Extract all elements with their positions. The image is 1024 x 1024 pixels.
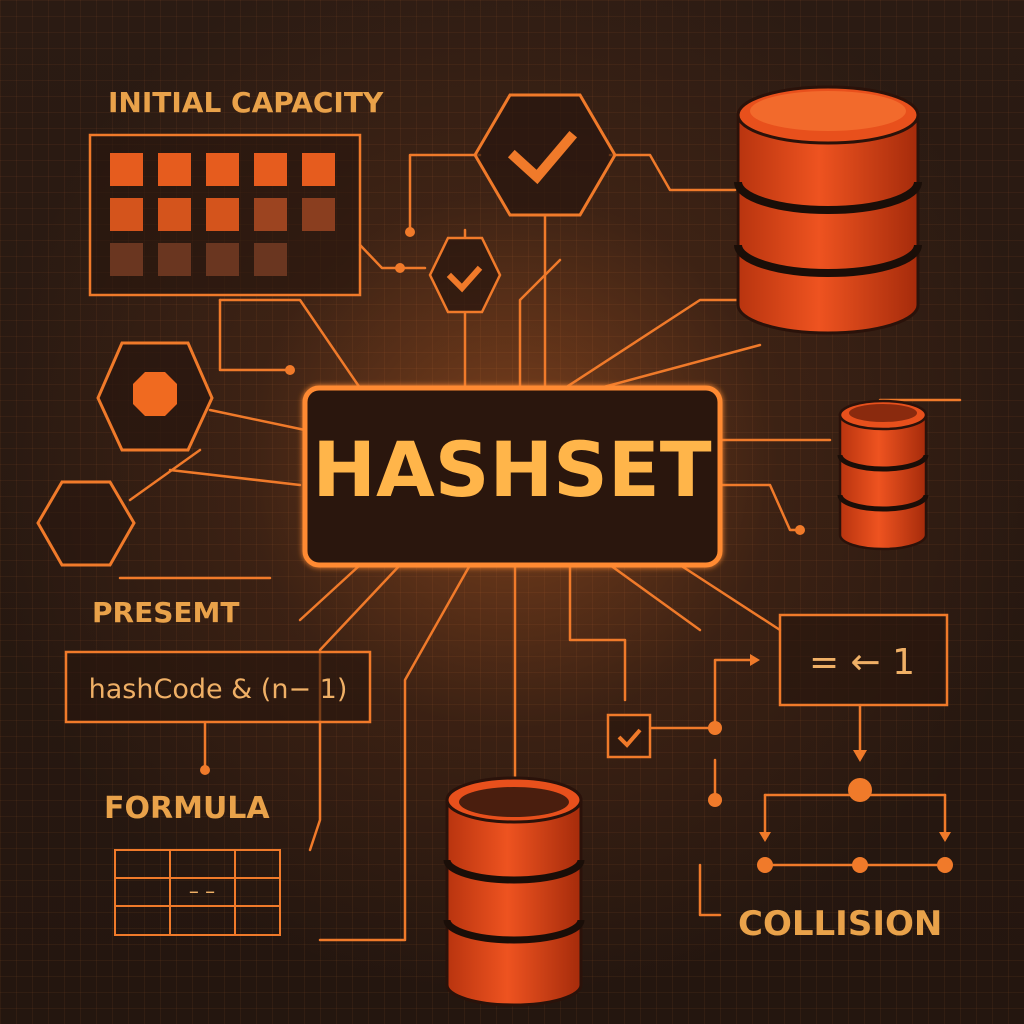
capacity-cells bbox=[110, 153, 335, 276]
dot bbox=[757, 857, 773, 873]
checkmark-icon bbox=[507, 130, 578, 185]
checkmark-icon bbox=[446, 265, 483, 293]
dot bbox=[937, 857, 953, 873]
hashset-node bbox=[302, 385, 723, 568]
arrowheads bbox=[750, 654, 951, 842]
dot bbox=[405, 227, 415, 237]
connector-center-upper-left bbox=[218, 298, 362, 390]
checkmark-hexagon-small bbox=[428, 236, 502, 314]
connector-grid-small-hex bbox=[358, 243, 427, 270]
octagon-hexagon bbox=[96, 341, 214, 452]
label-formula: FORMULA bbox=[104, 791, 270, 826]
connector-center-lower-right bbox=[608, 563, 702, 632]
connector-center-right-db-b bbox=[718, 483, 802, 532]
checkmark-icon bbox=[617, 728, 642, 748]
octagon-icon bbox=[133, 372, 177, 416]
formula-table-dash: – – bbox=[189, 879, 215, 903]
dot bbox=[200, 765, 210, 775]
connector-capacity-down bbox=[218, 298, 292, 372]
connector-hex-db-top bbox=[608, 153, 737, 192]
connector-center-db-top-c bbox=[598, 343, 762, 390]
connector-hex-left-center bbox=[208, 408, 307, 432]
connector-collision-left-tail bbox=[698, 863, 722, 917]
database-icon bbox=[837, 399, 929, 551]
connector-hex-lower-center bbox=[128, 448, 202, 502]
connector-center-bottom-left bbox=[318, 563, 472, 942]
dot bbox=[285, 365, 295, 375]
hexagon-icon bbox=[36, 480, 136, 567]
arrowhead-down-right bbox=[939, 832, 951, 842]
checkmark-hexagon-large bbox=[473, 93, 617, 217]
dot bbox=[708, 793, 722, 807]
formula-table bbox=[114, 849, 281, 936]
connector-center-db-top-a bbox=[518, 258, 562, 390]
connector-center-small-check bbox=[568, 563, 627, 702]
label-collision: COLLISION bbox=[738, 904, 942, 944]
connector-center-right-box bbox=[678, 563, 782, 632]
dot bbox=[708, 721, 722, 735]
dot bbox=[852, 857, 868, 873]
checkbox-node bbox=[606, 713, 652, 759]
connector-center-db-top-b bbox=[563, 298, 762, 390]
connector-dots bbox=[200, 227, 953, 873]
formula-box bbox=[64, 650, 372, 724]
dot bbox=[795, 525, 805, 535]
assign-box bbox=[778, 613, 949, 707]
connector-lines bbox=[118, 153, 962, 942]
connector-center-bottom-left-b bbox=[308, 563, 402, 852]
arrowhead-right bbox=[750, 654, 760, 666]
connector-center-bottom-left-c bbox=[298, 563, 362, 622]
label-initial-capacity: INITIAL CAPACITY bbox=[108, 86, 384, 119]
dot bbox=[848, 778, 872, 802]
hashset-title: HASHSET bbox=[312, 425, 711, 514]
dot bbox=[395, 263, 405, 273]
arrowhead-down-assign bbox=[853, 750, 867, 762]
database-icon bbox=[443, 776, 585, 1007]
label-presemt: PRESEMT bbox=[92, 596, 239, 629]
database-icon bbox=[734, 85, 922, 335]
capacity-grid bbox=[88, 133, 362, 297]
connector-lower-hex-center bbox=[168, 468, 302, 487]
connector-dot-arrow bbox=[713, 658, 757, 730]
assign-text: = ← 1 bbox=[809, 642, 915, 683]
arrowhead-down-left bbox=[759, 832, 771, 842]
formula-text: hashCode & (n− 1) bbox=[89, 674, 348, 705]
connector-hex-left bbox=[408, 153, 482, 232]
